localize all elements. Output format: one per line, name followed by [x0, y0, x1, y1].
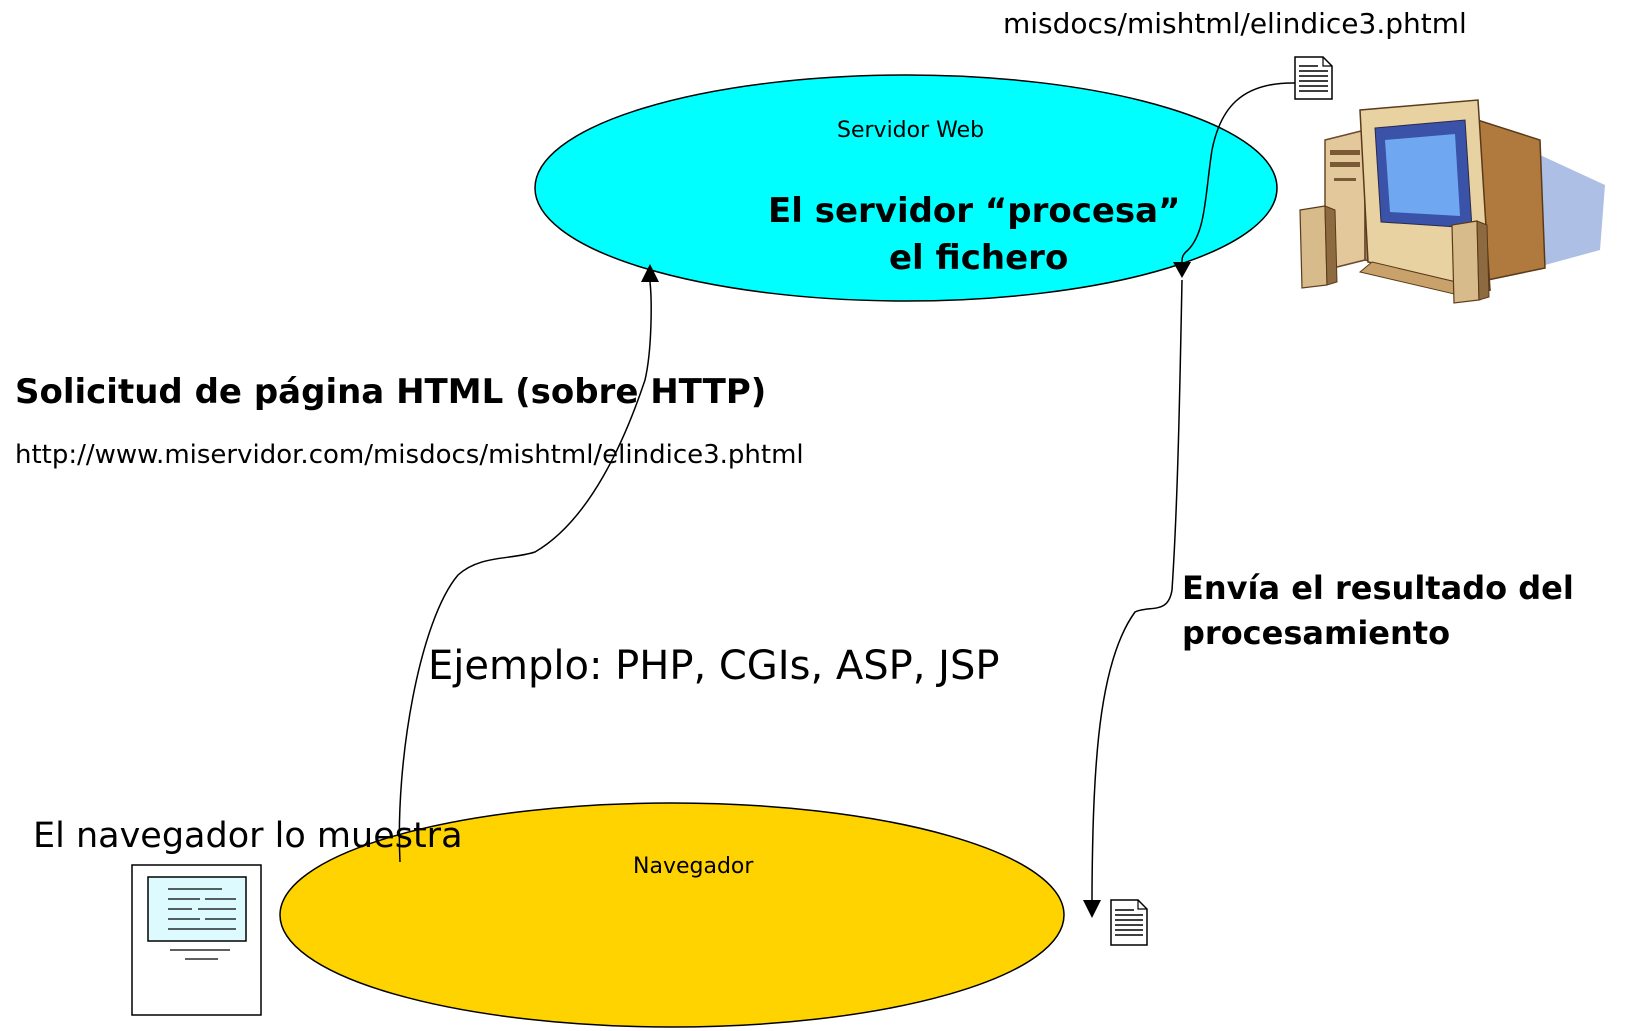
browser-ellipse	[279, 802, 1065, 1028]
request-arrow	[398, 281, 652, 863]
server-document-icon	[1294, 56, 1333, 100]
response-arrowhead	[1083, 900, 1101, 918]
example-label: Ejemplo: PHP, CGIs, ASP, JSP	[428, 643, 1000, 689]
server-path-label: misdocs/mishtml/elindice3.phtml	[1003, 7, 1467, 40]
request-url: http://www.miservidor.com/misdocs/mishtm…	[15, 440, 804, 470]
result-document-icon	[1110, 899, 1148, 946]
rendered-page-icon	[131, 864, 262, 1016]
server-process-line2: el fichero	[889, 238, 1069, 278]
response-line1: Envía el resultado del	[1182, 569, 1574, 607]
response-arrow	[1091, 279, 1183, 901]
request-arrowhead	[641, 264, 659, 282]
file-to-server-arrow	[1181, 82, 1296, 263]
server-title: Servidor Web	[837, 118, 985, 143]
web-server-ellipse	[534, 74, 1278, 302]
server-process-line1: El servidor “procesa”	[768, 191, 1181, 231]
browser-title: Navegador	[633, 854, 754, 879]
desktop-computer-icon	[1299, 99, 1605, 304]
file-to-server-arrowhead	[1173, 262, 1191, 278]
response-line2: procesamiento	[1182, 614, 1451, 652]
browser-caption: El navegador lo muestra	[33, 816, 463, 856]
request-heading: Solicitud de página HTML (sobre HTTP)	[15, 372, 767, 412]
